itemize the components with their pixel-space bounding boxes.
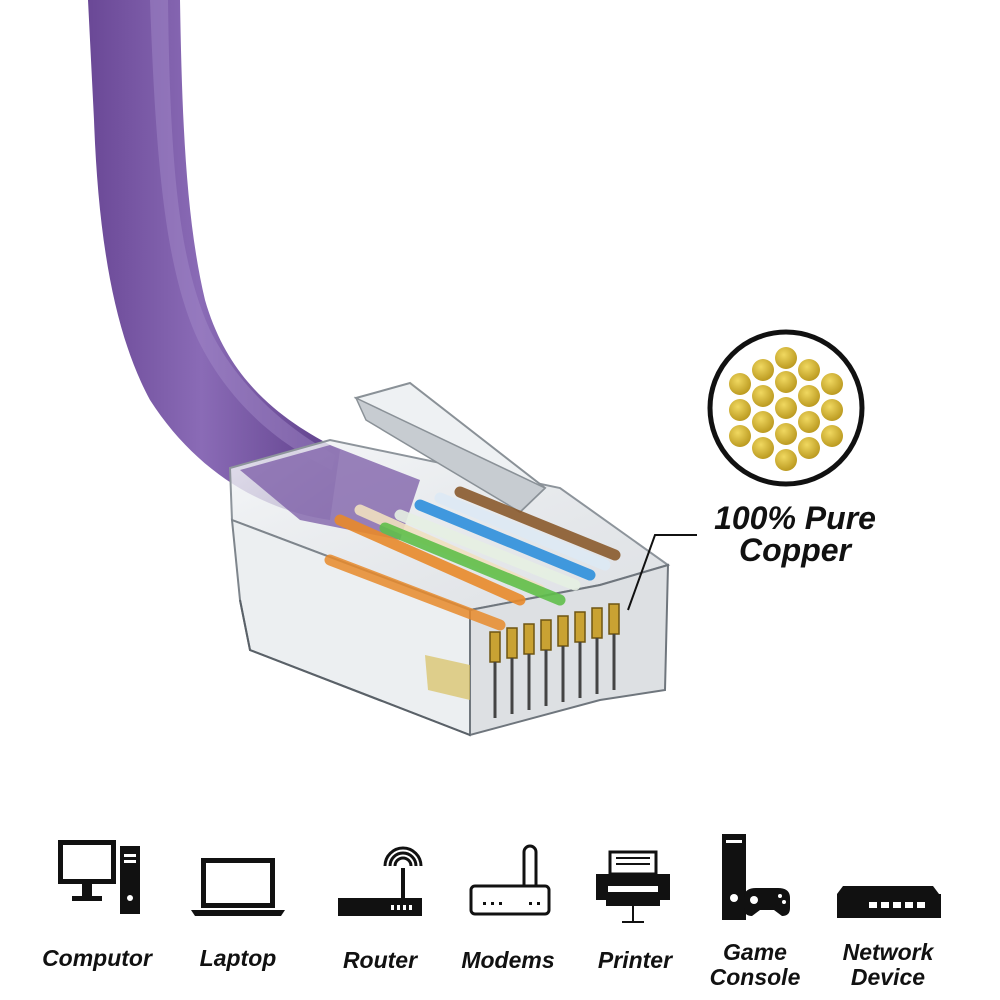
printer-icon — [596, 850, 670, 923]
device-label-router: Router — [342, 947, 418, 973]
network-device-icon — [837, 886, 941, 918]
rj45-connector — [228, 381, 671, 737]
device-label-computer: Computor — [42, 945, 152, 971]
callout-line — [627, 534, 697, 611]
device-game-console: Game Console — [680, 820, 830, 1000]
device-label-game-console: Game Console — [680, 940, 830, 990]
device-computer: Computor — [22, 820, 172, 1000]
purple-cable — [88, 0, 340, 520]
rj45-cable-illustration — [88, 0, 865, 737]
device-label-network-line2: Device — [850, 964, 926, 990]
copper-callout-label: 100% Pure Copper — [700, 502, 890, 566]
device-laptop: Laptop — [163, 820, 313, 1000]
device-label-network: Network Device — [813, 940, 963, 990]
copper-cross-section-icon — [707, 329, 865, 487]
copper-callout-line1: 100% Pure — [714, 500, 876, 536]
computer-icon — [58, 840, 140, 914]
copper-callout-line2: Copper — [739, 532, 851, 568]
device-modem: Modems — [433, 820, 583, 1000]
device-label-modem: Modems — [461, 947, 555, 973]
device-label-game-line2: Console — [709, 964, 801, 990]
modem-icon — [469, 844, 551, 916]
device-label-laptop: Laptop — [199, 945, 277, 971]
compatible-devices-row: Computor Laptop Router — [0, 820, 1000, 1000]
device-printer: Printer — [560, 820, 710, 1000]
laptop-icon — [191, 858, 285, 916]
device-network: Network Device — [813, 820, 963, 1000]
device-label-network-line1: Network — [842, 939, 934, 965]
device-label-printer: Printer — [597, 947, 673, 973]
router-icon — [338, 846, 423, 916]
device-label-game-line1: Game — [723, 939, 787, 965]
game-console-icon — [722, 834, 790, 920]
device-router: Router — [305, 820, 455, 1000]
